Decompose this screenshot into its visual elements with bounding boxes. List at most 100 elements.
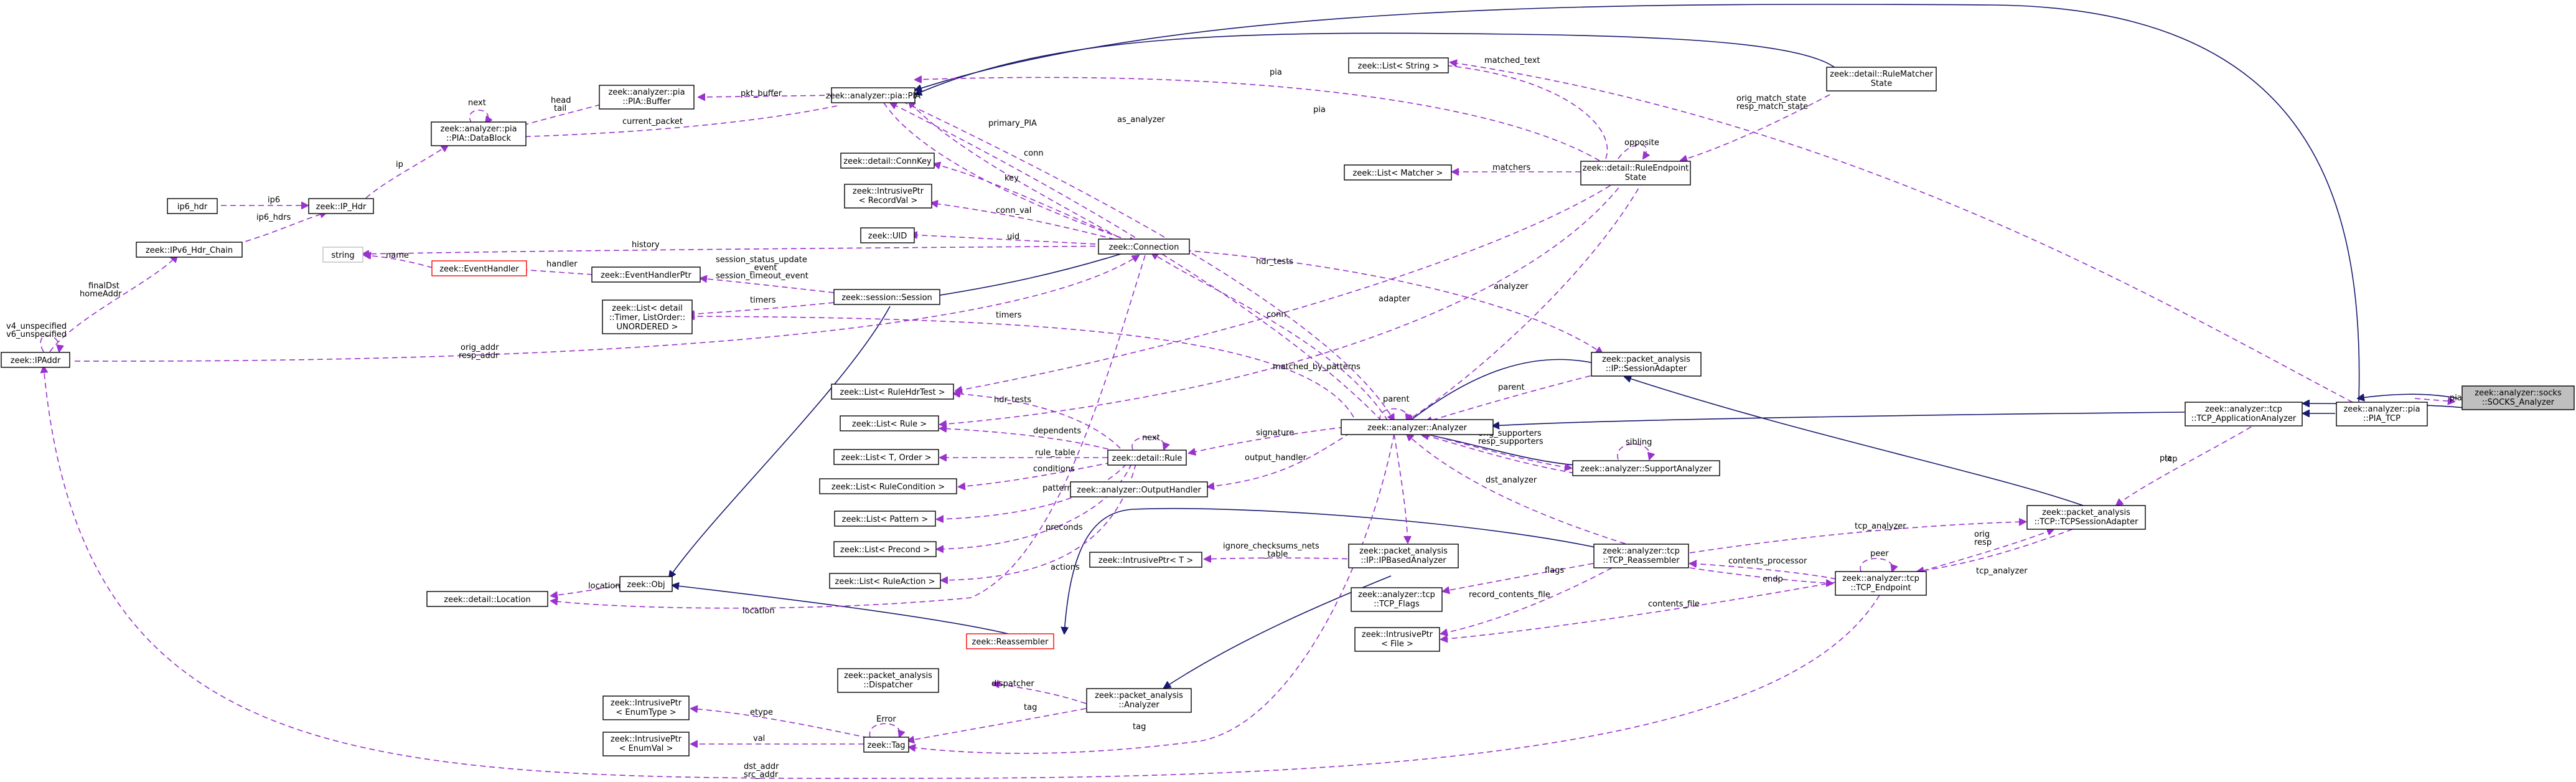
edge-reassembler-to-obj [672,585,1009,634]
label-matchers: matchers [1492,163,1530,172]
node-tcp-session-adapter[interactable]: zeek::packet_analysis ::TCP::TCPSessionA… [2026,505,2146,530]
node-list-timer[interactable]: zeek::List< detail ::Timer, ListOrder:: … [602,299,693,334]
node-pia-tcp[interactable]: zeek::analyzer::pia ::PIA_TCP [2336,402,2428,426]
node-ip-based-analyzer[interactable]: zeek::packet_analysis ::IP::IPBasedAnaly… [1348,544,1459,568]
svg-text:zeek::List< Pattern >: zeek::List< Pattern > [842,515,929,524]
node-ip-hdr[interactable]: zeek::IP_Hdr [308,198,374,214]
node-tag[interactable]: zeek::Tag [863,737,909,753]
svg-text:zeek::IntrusivePtr: zeek::IntrusivePtr [853,187,924,196]
svg-text:zeek::analyzer::tcp: zeek::analyzer::tcp [1358,590,1435,600]
svg-text:zeek::Obj: zeek::Obj [627,580,665,590]
node-tcp-flags[interactable]: zeek::analyzer::tcp ::TCP_Flags [1351,587,1443,612]
node-tcp-reassembler[interactable]: zeek::analyzer::tcp ::TCP_Reassembler [1593,544,1689,568]
node-list-ruleaction[interactable]: zeek::List< RuleAction > [829,573,941,589]
node-dispatcher[interactable]: zeek::packet_analysis ::Dispatcher [837,668,939,693]
label-dependents: dependents [1033,426,1081,436]
node-event-handler-ptr[interactable]: zeek::EventHandlerPtr [591,266,701,283]
edge-rulehdrtest-to-rule [953,393,1121,449]
node-list-rule[interactable]: zeek::List< Rule > [840,415,939,431]
svg-text:zeek::List< detail: zeek::List< detail [612,304,682,313]
node-session-adapter[interactable]: zeek::packet_analysis ::IP::SessionAdapt… [1591,352,1702,377]
node-list-rulehdrtest[interactable]: zeek::List< RuleHdrTest > [831,384,954,400]
label-orig: orig [1974,530,1990,539]
node-rule-endpoint-state[interactable]: zeek::detail::RuleEndpoint State [1580,161,1691,186]
label-sibling: sibling [1626,438,1652,447]
edge-ptr-to-session [700,278,835,293]
node-connection[interactable]: zeek::Connection [1098,238,1190,255]
label-key: key [1005,174,1019,183]
edge-connection-to-session [932,250,1133,296]
svg-text:zeek::List< RuleHdrTest >: zeek::List< RuleHdrTest > [840,388,945,397]
node-rule[interactable]: zeek::detail::Rule [1107,450,1187,466]
node-tcp-app-analyzer[interactable]: zeek::analyzer::tcp ::TCP_ApplicationAna… [2185,402,2303,426]
node-socks-analyzer[interactable]: zeek::analyzer::socks ::SOCKS_Analyzer [2461,385,2575,410]
node-ip6-hdr[interactable]: ip6_hdr [167,198,218,214]
svg-text:zeek::analyzer::tcp: zeek::analyzer::tcp [1842,574,1919,583]
node-analyzer[interactable]: zeek::analyzer::Analyzer [1341,419,1494,435]
svg-text:< File >: < File > [1381,639,1413,649]
label-timers: timers [750,296,776,305]
label-orig-addr: orig_addr [461,343,499,352]
node-conn-key[interactable]: zeek::detail::ConnKey [840,153,935,169]
label-preconds: preconds [1046,523,1083,532]
node-intrusive-file[interactable]: zeek::IntrusivePtr < File > [1354,627,1440,652]
label-session-timeout-event: session_timeout_event [716,271,808,281]
node-intrusive-t[interactable]: zeek::IntrusivePtr< T > [1089,552,1202,568]
svg-text:zeek::detail::Location: zeek::detail::Location [444,595,530,605]
node-intrusive-enumval[interactable]: zeek::IntrusivePtr < EnumVal > [602,732,690,756]
edge-rule-matcher-state-to-pia [915,32,1837,95]
label-name: name [386,251,409,260]
label-handler: handler [546,260,578,269]
label-table: _table [1263,550,1288,559]
label-orig-supporters: orig_supporters [1478,429,1542,438]
svg-text:< EnumType >: < EnumType > [616,708,676,717]
edge-session-to-obj [669,306,891,578]
node-string[interactable]: string [322,247,363,263]
node-ipaddr[interactable]: zeek::IPAddr [1,352,70,368]
svg-text:zeek::detail::RuleMatcher: zeek::detail::RuleMatcher [1830,70,1933,79]
label-event: _event [749,263,777,273]
label-resp-addr: resp_addr [459,351,499,360]
label-flags: flags [1545,566,1564,575]
node-ipv6-hdr-chain[interactable]: zeek::IPv6_Hdr_Chain [136,242,243,258]
label-dispatcher: dispatcher [991,679,1034,689]
node-list-matcher[interactable]: zeek::List< Matcher > [1344,164,1452,181]
node-support-analyzer[interactable]: zeek::analyzer::SupportAnalyzer [1572,460,1720,476]
svg-text:::PIA::DataBlock: ::PIA::DataBlock [446,134,512,143]
label-session-status-update: session_status_update [716,255,807,265]
edge-pia-to-connection [883,102,1136,243]
label-ip6: ip6 [268,196,280,205]
svg-text:zeek::detail::Rule: zeek::detail::Rule [1112,454,1183,463]
node-list-pattern[interactable]: zeek::List< Pattern > [834,511,936,527]
node-intrusive-enumtype[interactable]: zeek::IntrusivePtr < EnumType > [602,695,690,720]
edge-tcp-app-to-analyzer [1492,412,2185,426]
node-pa-analyzer[interactable]: zeek::packet_analysis ::Analyzer [1086,688,1192,713]
label-ip: ip [396,160,403,169]
node-event-handler[interactable]: zeek::EventHandler [431,260,527,276]
node-list-string[interactable]: zeek::List< String > [1348,57,1449,73]
edge-ipaddr-to-tcp-endpoint [44,366,1880,779]
node-uid[interactable]: zeek::UID [860,227,915,243]
node-pia-datablock[interactable]: zeek::analyzer::pia ::PIA::DataBlock [431,121,527,146]
svg-text:zeek::Tag: zeek::Tag [867,741,905,750]
edge-pia-to-datablock [512,105,838,137]
node-output-handler[interactable]: zeek::analyzer::OutputHandler [1070,481,1208,497]
node-list-rulecondition[interactable]: zeek::List< RuleCondition > [819,478,957,494]
node-tcp-endpoint[interactable]: zeek::analyzer::tcp ::TCP_Endpoint [1835,571,1927,596]
edge-analyzer-to-session-adapter [1166,248,1603,354]
node-session[interactable]: zeek::session::Session [833,289,940,305]
node-list-t-order[interactable]: zeek::List< T, Order > [833,449,939,465]
edge-ip-based-analyzer-to-pa-analyzer [1164,575,1392,688]
node-pia[interactable]: zeek::analyzer::pia::PIA [826,87,921,103]
node-pia-buffer[interactable]: zeek::analyzer::pia ::PIA::Buffer [599,85,695,110]
node-intrusive-recordval[interactable]: zeek::IntrusivePtr < RecordVal > [844,184,932,209]
label-next-2: next [1142,433,1160,443]
label-pia-3: pia [1313,105,1326,115]
node-location[interactable]: zeek::detail::Location [426,591,548,607]
node-list-precond[interactable]: zeek::List< Precond > [833,541,937,557]
node-obj[interactable]: zeek::Obj [619,576,673,592]
node-reassembler[interactable]: zeek::Reassembler [966,633,1054,649]
node-rule-matcher-state[interactable]: zeek::detail::RuleMatcher State [1826,67,1937,92]
svg-text:zeek::IntrusivePtr< T >: zeek::IntrusivePtr< T > [1098,556,1193,565]
svg-text:zeek::IntrusivePtr: zeek::IntrusivePtr [611,699,682,708]
